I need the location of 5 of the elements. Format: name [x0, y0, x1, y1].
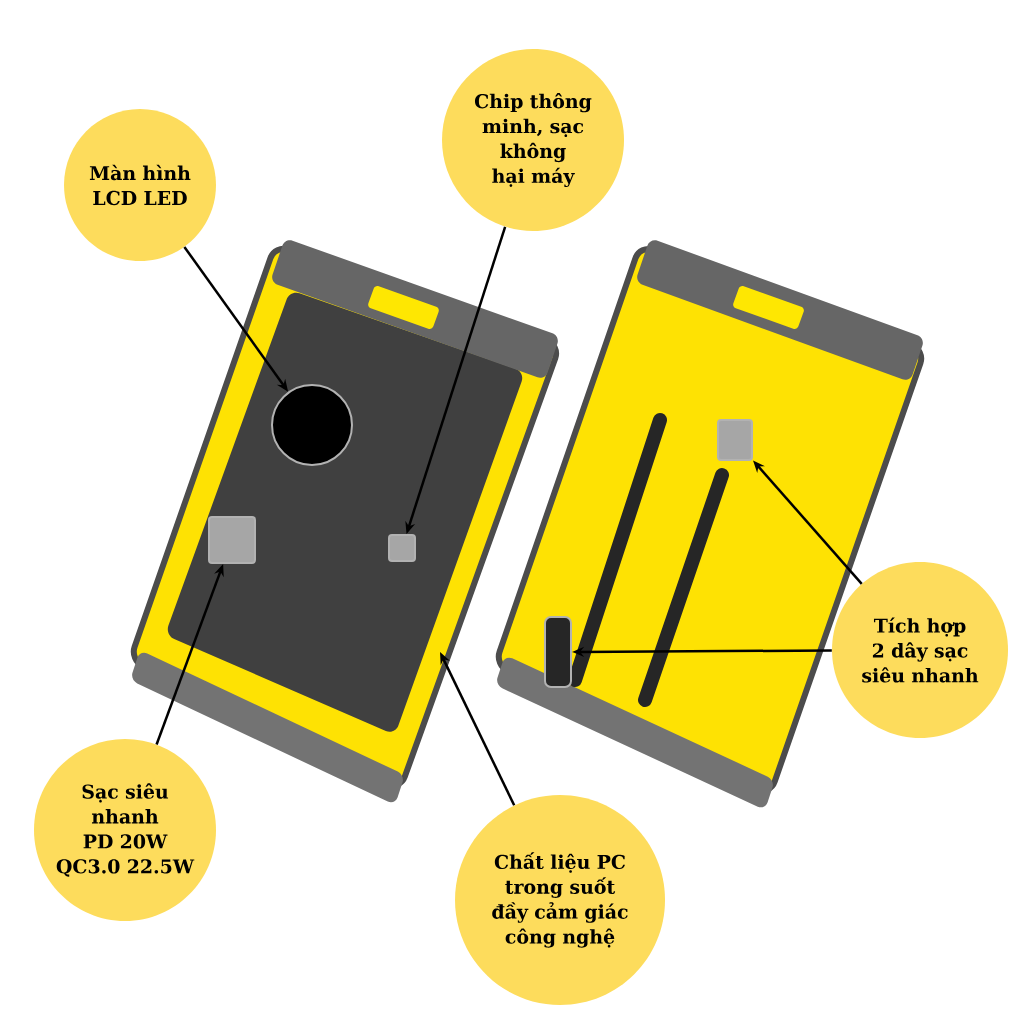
cable	[544, 616, 572, 688]
lcd-screen	[271, 384, 353, 466]
component	[388, 534, 416, 562]
charging-chip	[208, 516, 256, 564]
cable-connector	[717, 419, 753, 461]
